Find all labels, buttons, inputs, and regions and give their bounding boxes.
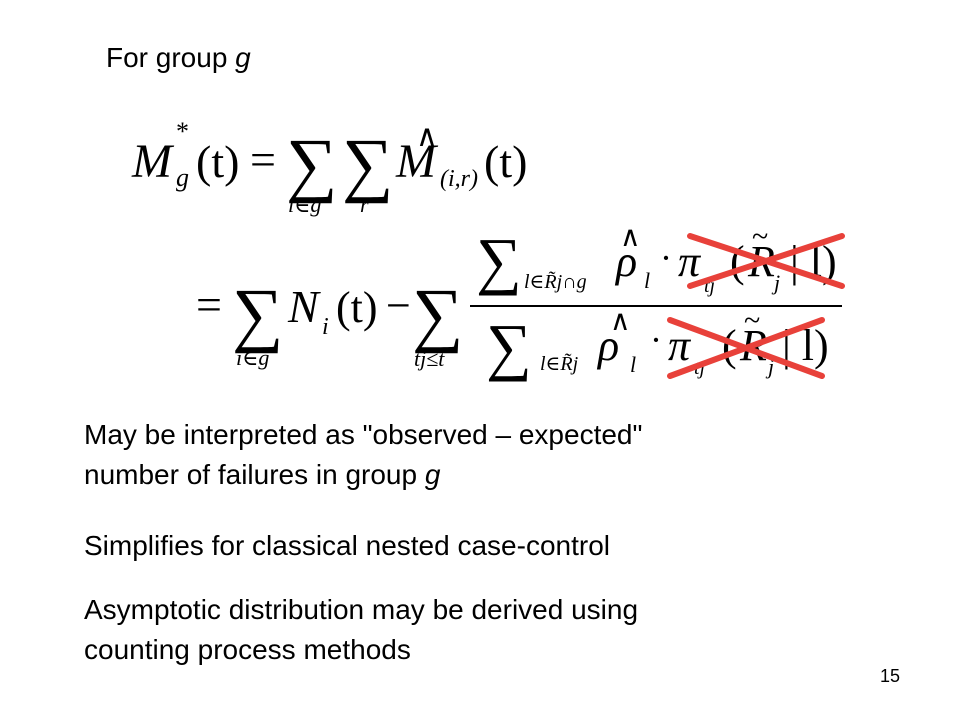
eq2-num-R-sub: j: [771, 270, 780, 295]
eq2-N-arg: (t): [336, 283, 378, 332]
crossout-denominator: [667, 317, 825, 379]
eq2-equals: =: [196, 279, 222, 330]
eq2-N-sub: i: [322, 314, 329, 340]
eq2-num-pi-sub: tj: [704, 275, 716, 297]
eq2-den-rho: ρ: [596, 321, 619, 370]
heading-text: For group: [106, 42, 236, 73]
eq1-sum-2-sub: r: [360, 192, 369, 217]
equation-1: M * g (t) = ∑ i∈g ∑ r M ∧ (i,r) (t): [131, 117, 527, 217]
bullet-observed-expected: May be interpreted as "observed – expect…: [84, 415, 884, 495]
eq1-rhs-M: M: [395, 135, 439, 188]
eq2-num-sum-sub: l∈R̃j∩g: [524, 270, 587, 293]
page-number: 15: [880, 666, 901, 686]
eq2-N: N: [287, 281, 321, 332]
eq2-den-hat: ∧: [610, 306, 631, 337]
eq2-num-rho: ρ: [614, 237, 637, 286]
eq2-den-R-sub: j: [765, 354, 774, 379]
eq2-num-R-tilde: ~: [752, 220, 768, 253]
eq1-rhs-sub: (i,r): [440, 166, 478, 192]
eq2-den-sum-sub: l∈R̃j: [540, 352, 579, 375]
eq1-sum-1: ∑: [286, 124, 337, 204]
bullet-1-group-var: g: [424, 459, 441, 490]
bullet-3-line-2: counting process methods: [84, 634, 411, 665]
eq2-den-rho-sub: l: [630, 352, 636, 377]
eq2-num-pi: π: [678, 237, 702, 286]
eq1-hat: ∧: [416, 120, 438, 153]
bullet-1-line-2-text: number of failures in group: [84, 459, 425, 490]
eq2-num-sum: ∑: [476, 225, 522, 296]
crossout-numerator: [687, 233, 845, 289]
eq1-lhs-M: M: [131, 135, 175, 188]
eq2-sum-2: ∑: [412, 274, 463, 354]
eq2-sum-1: ∑: [232, 274, 283, 354]
eq2-num-dot: ·: [660, 238, 672, 278]
eq2-sum-2-sub: tj≤t: [414, 346, 445, 371]
equations: M * g (t) = ∑ i∈g ∑ r M ∧ (i,r) (t) = ∑ …: [131, 117, 845, 382]
eq2-den-dot: ·: [650, 320, 662, 360]
slide-heading: For group g: [106, 40, 251, 76]
eq2-minus: −: [386, 281, 411, 330]
eq1-sum-1-sub: i∈g: [288, 192, 321, 217]
bullet-1-line-1: May be interpreted as "observed – expect…: [84, 419, 643, 450]
bullet-1-line-2: number of failures in group g: [84, 455, 884, 495]
eq1-rhs-arg: (t): [484, 136, 527, 187]
eq2-num-rho-sub: l: [644, 268, 650, 293]
heading-group-var: g: [235, 42, 251, 73]
eq1-lhs-sub: g: [176, 163, 189, 192]
eq2-num-hat: ∧: [620, 222, 641, 253]
eq2-den-sum: ∑: [486, 311, 532, 382]
equation-2: = ∑ i∈g N i (t) − ∑ tj≤t ∑ l∈R̃j∩g ρ ∧ l…: [196, 220, 845, 382]
bullet-asymptotic: Asymptotic distribution may be derived u…: [84, 590, 884, 670]
eq1-sum-2: ∑: [342, 124, 393, 204]
eq1-lhs-arg: (t): [196, 136, 239, 187]
eq2-den-R-tilde: ~: [744, 304, 760, 337]
eq2-num-open: (: [730, 237, 745, 286]
bullet-3-line-1: Asymptotic distribution may be derived u…: [84, 594, 639, 625]
eq1-equals: =: [250, 134, 276, 185]
eq1-lhs-sup: *: [176, 117, 189, 146]
bullet-simplifies: Simplifies for classical nested case-con…: [84, 530, 610, 561]
eq2-sum-1-sub: i∈g: [236, 345, 269, 370]
